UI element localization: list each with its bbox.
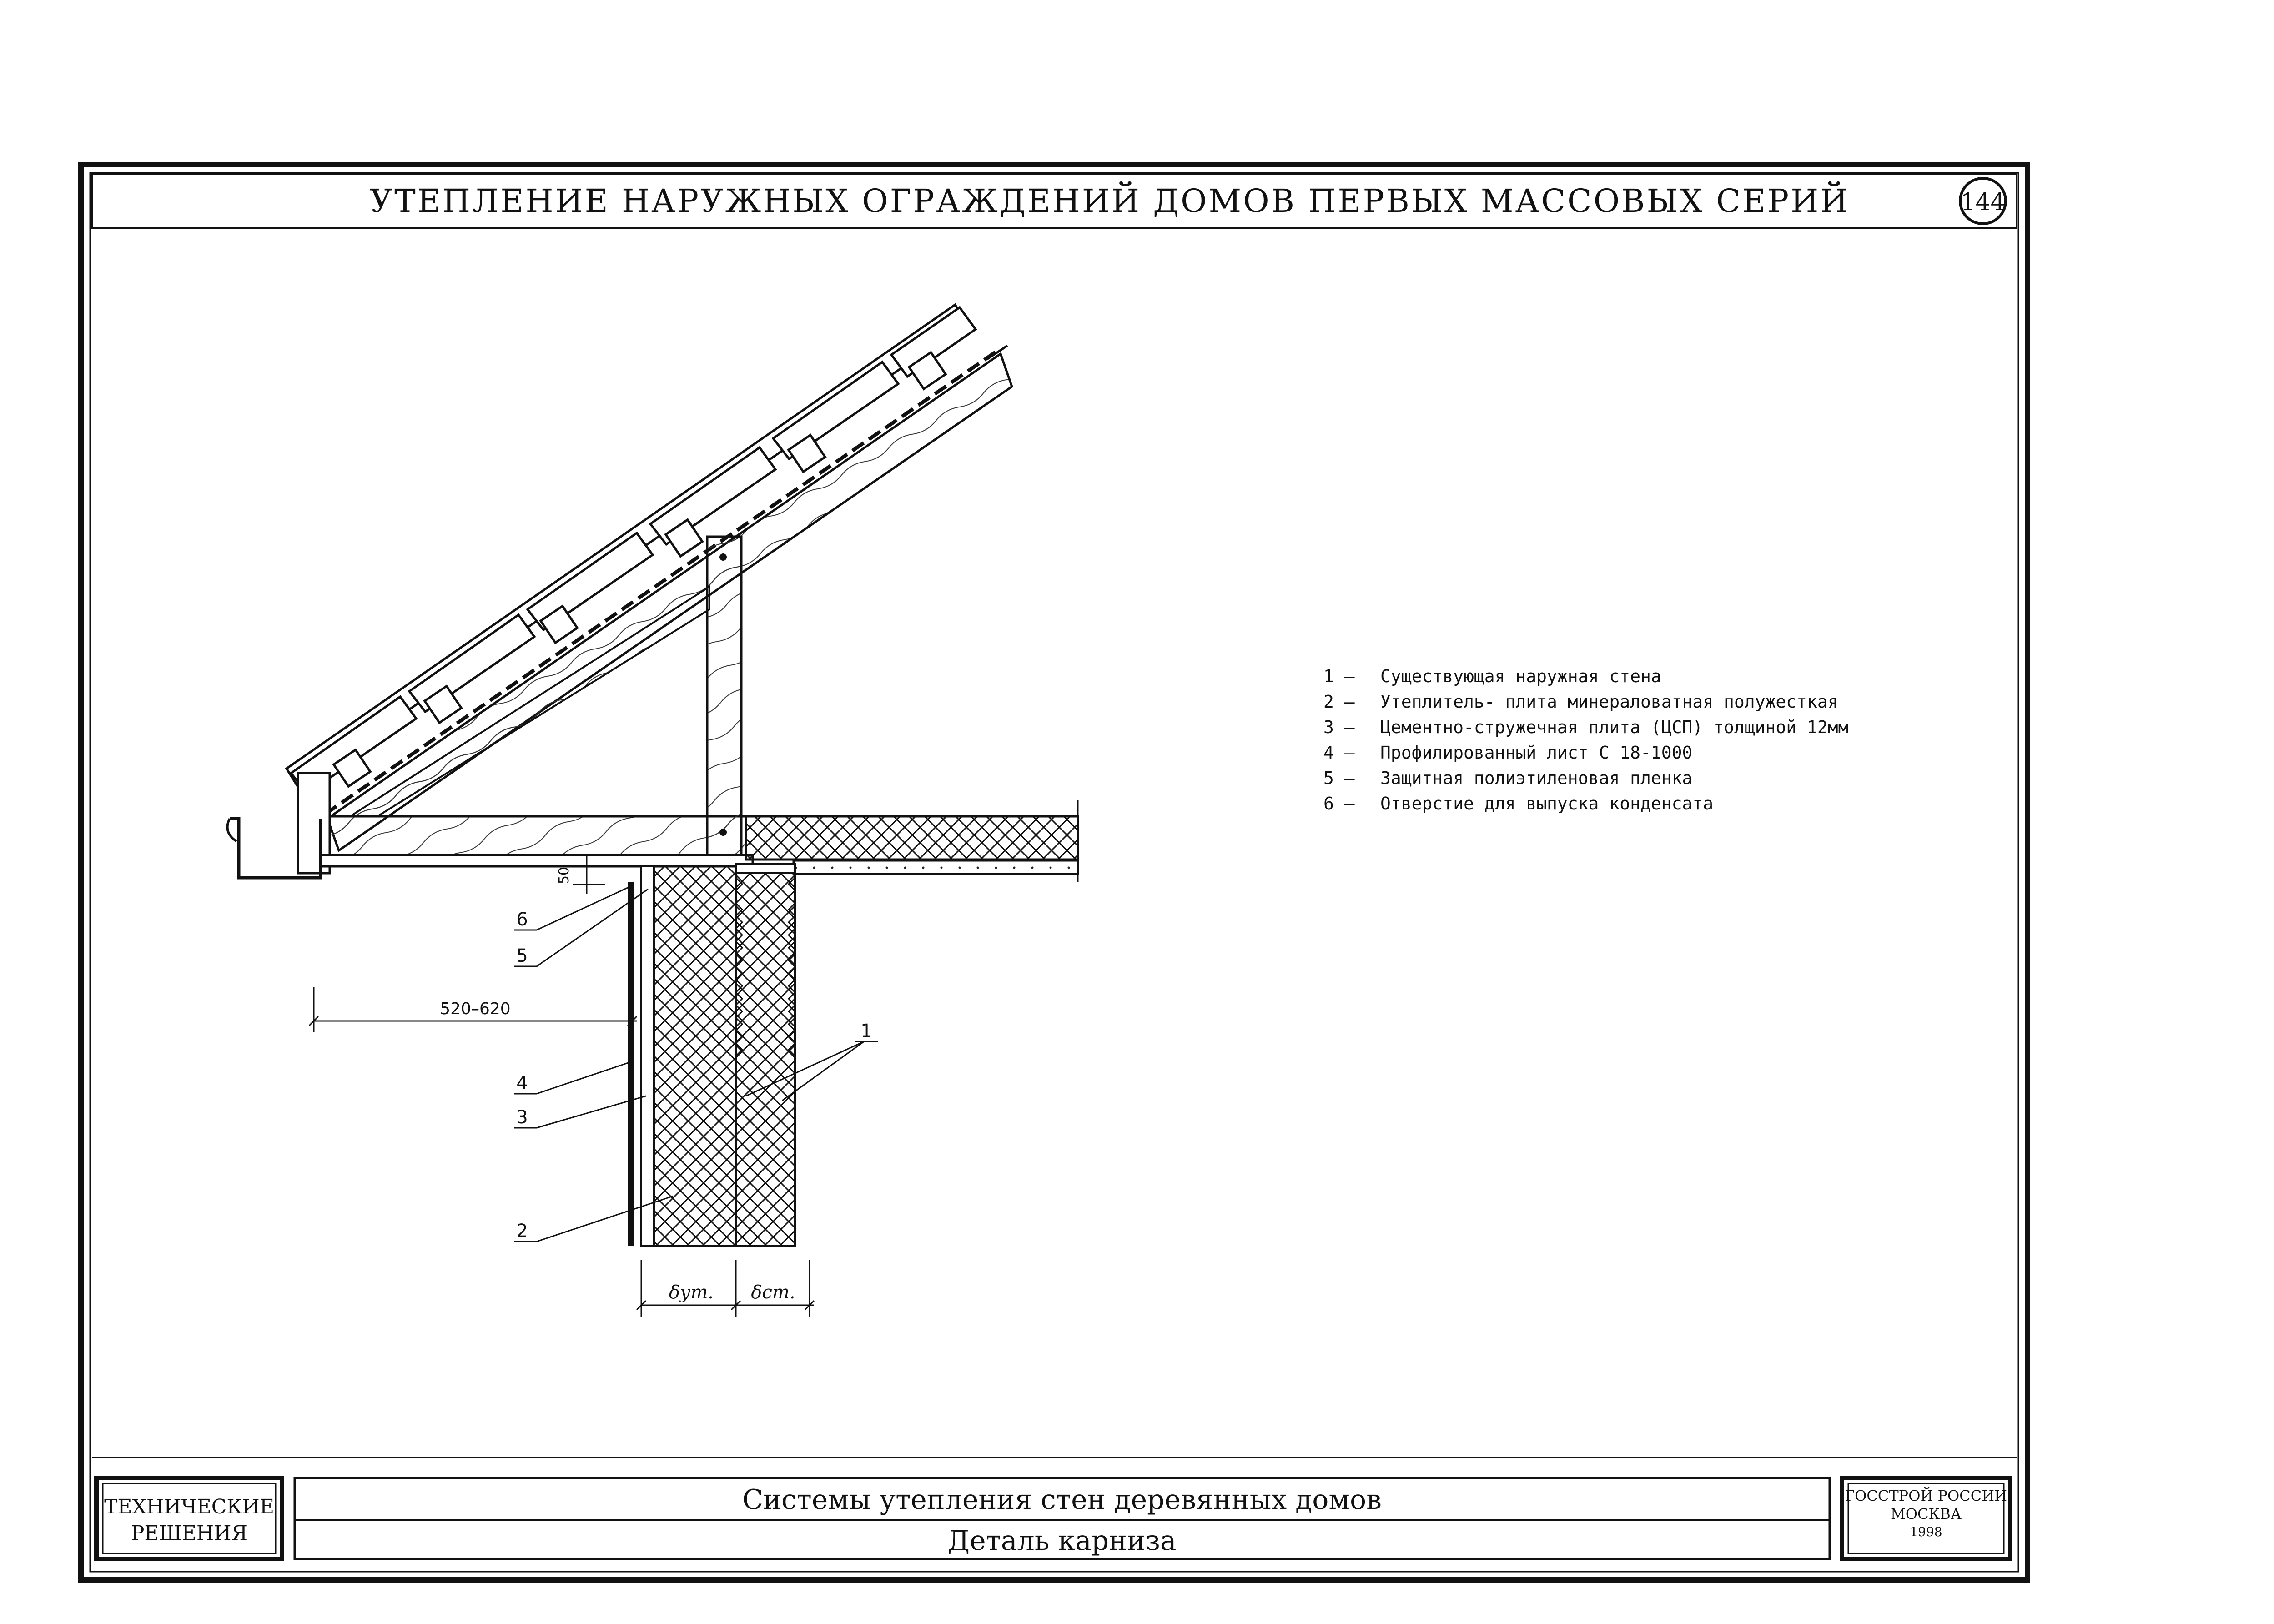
callout-leaders <box>514 884 878 1242</box>
title-block-left-line1: ТЕХНИЧЕСКИЕ <box>104 1495 274 1518</box>
existing-wall <box>735 865 796 1247</box>
roof-assembly <box>226 303 1013 880</box>
csp-board <box>640 865 655 1247</box>
inner-frame <box>89 172 2019 1573</box>
title-block-left <box>94 1476 284 1561</box>
dim-wall: δст. <box>751 1282 795 1303</box>
battens <box>332 351 947 788</box>
title-block-right-line2: МОСКВА <box>1891 1505 1962 1523</box>
legend-num-3: 3 – <box>1323 717 1355 737</box>
legend: 1 – Существующая наружная стена 2 – Утеп… <box>1323 666 1849 814</box>
callout-6: 6 <box>516 909 528 930</box>
title-block <box>92 1457 2017 1561</box>
title-block-right-line1: ГОССТРОЙ РОССИИ <box>1845 1487 2007 1504</box>
dimension-lines <box>308 855 815 1317</box>
dim-gap: 50 <box>556 867 572 884</box>
title-block-right-line3: 1998 <box>1910 1524 1942 1539</box>
roof-membrane <box>324 348 1000 816</box>
header-box <box>91 173 2017 229</box>
title-block-center-line2: Деталь карниза <box>947 1525 1176 1557</box>
ceiling-insulation <box>745 815 1079 861</box>
strut-post <box>706 535 743 856</box>
sheet-number: 144 <box>1960 189 2005 216</box>
header-title: УТЕПЛЕНИЕ НАРУЖНЫХ ОГРАЖДЕНИЙ ДОМОВ ПЕРВ… <box>370 181 1850 220</box>
callout-2: 2 <box>516 1221 528 1242</box>
legend-num-2: 2 – <box>1323 692 1355 712</box>
diagonal-brace <box>347 585 710 817</box>
callout-4: 4 <box>516 1073 528 1094</box>
legend-text-3: Цементно-стружечная плита (ЦСП) толщиной… <box>1380 717 1849 737</box>
legend-num-4: 4 – <box>1323 743 1355 763</box>
title-block-right <box>1840 1476 2012 1561</box>
dim-overhang: 520–620 <box>440 1000 510 1018</box>
legend-text-6: Отверстие для выпуска конденсата <box>1380 794 1713 814</box>
legend-text-2: Утеплитель- плита минераловатная полужес… <box>1380 692 1838 712</box>
callout-3: 3 <box>516 1107 528 1128</box>
roof-tiles <box>285 303 977 795</box>
ceiling-beam <box>326 815 747 856</box>
ceiling-board <box>792 859 1079 875</box>
profiled-sheet <box>628 882 634 1246</box>
legend-text-1: Существующая наружная стена <box>1380 666 1661 686</box>
callout-1: 1 <box>860 1021 872 1041</box>
sheet-number-circle <box>1959 177 2007 225</box>
callout-5: 5 <box>516 945 528 966</box>
legend-text-4: Профилированный лист С 18-1000 <box>1380 743 1692 763</box>
legend-num-1: 1 – <box>1323 666 1355 686</box>
eave-soffit <box>319 854 754 868</box>
title-block-left-line2: РЕШЕНИЯ <box>131 1522 247 1545</box>
title-block-center <box>293 1477 1831 1560</box>
legend-num-6: 6 – <box>1323 794 1355 814</box>
legend-num-5: 5 – <box>1323 768 1355 788</box>
title-block-center-line1: Системы утепления стен деревянных домов <box>742 1484 1382 1516</box>
wall-section <box>628 863 796 1247</box>
outer-frame <box>78 162 2030 1583</box>
mineral-wool-insulation <box>653 865 737 1247</box>
dim-insulation: δут. <box>669 1282 714 1303</box>
legend-text-5: Защитная полиэтиленовая пленка <box>1380 768 1692 788</box>
